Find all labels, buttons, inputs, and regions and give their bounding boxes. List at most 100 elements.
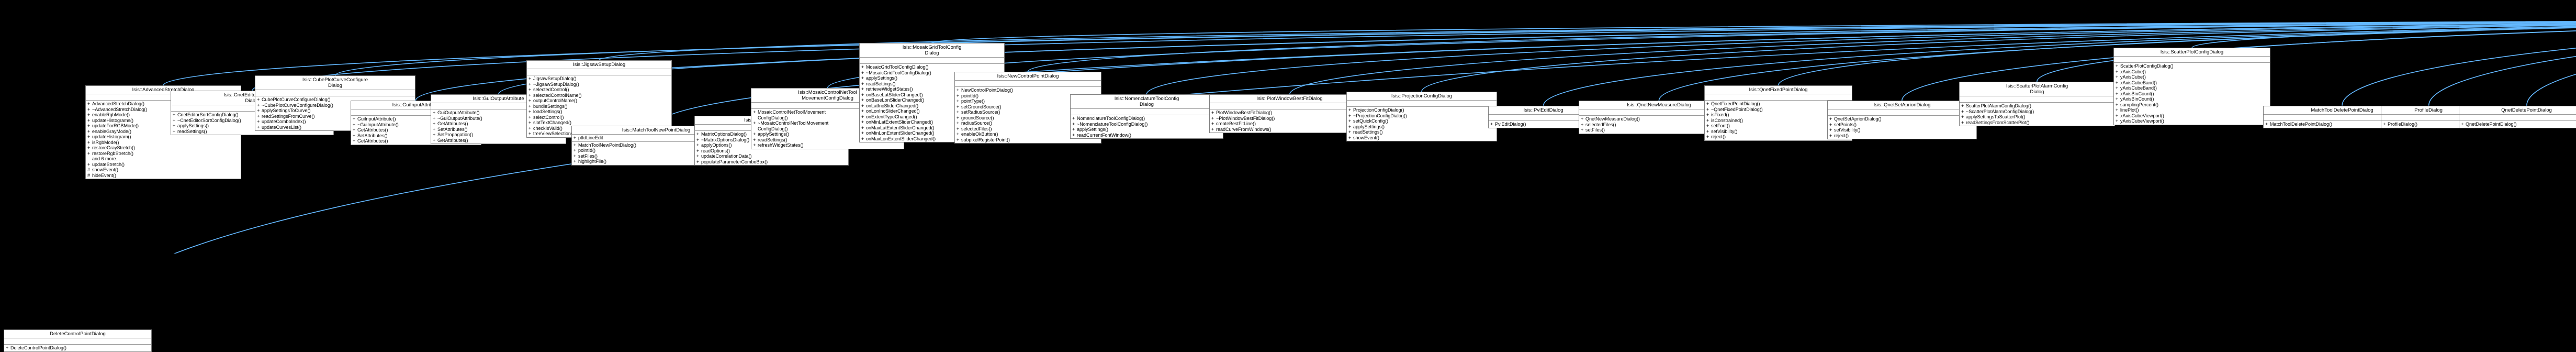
operation-label: ProjectionConfigDialog()	[1353, 107, 1404, 113]
class-node[interactable]: Isis::ScatterPlotAlarmConfig Dialog+Scat…	[1959, 82, 2115, 126]
operation-row: +NewControlPointDialog()	[957, 87, 1099, 93]
operation-row: +setVisibility()	[1706, 129, 1850, 135]
operation-label: restoreRgbStretch()	[92, 150, 134, 156]
operation-label: JigsawSetupDialog()	[533, 76, 577, 81]
visibility-marker: +	[87, 112, 91, 117]
operation-label: applySettings()	[1077, 127, 1109, 132]
operation-row: + radiusSource()	[957, 120, 1099, 126]
operation-label: updateHistograms()	[92, 117, 134, 123]
operation-label: applySettings()	[866, 75, 898, 81]
operation-row: +readSettingsFromCurve()	[257, 114, 413, 119]
operation-row: +xAxisCube()	[2116, 69, 2268, 75]
operation-row: +JigsawSetupDialog()	[528, 76, 670, 82]
operation-label: isFixed()	[1711, 112, 1729, 117]
operation-label: applyOptions()	[701, 142, 732, 148]
operation-label: updateStretch()	[92, 161, 125, 167]
visibility-marker: +	[1581, 122, 1584, 127]
operation-label: ~ProjectionConfigDialog()	[1353, 113, 1407, 118]
operation-label: reject()	[1834, 133, 1849, 138]
operation-label: onMaxLatExtentSliderChanged()	[866, 125, 935, 130]
operation-row: +ProfileDialog()	[2383, 122, 2474, 127]
operation-label: onBaseLonSliderChanged()	[866, 97, 925, 103]
operation-row: +setQuickConfig()	[1348, 118, 1495, 124]
visibility-marker: +	[753, 142, 756, 148]
visibility-marker: +	[753, 109, 756, 115]
class-operations: +QnetDeletePointDialog()	[2459, 121, 2576, 128]
class-node[interactable]: QnetDeletePointDialog+QnetDeletePointDia…	[2459, 106, 2576, 128]
operation-label: setGroundSource()	[961, 104, 1002, 109]
visibility-marker: +	[257, 102, 260, 108]
class-name: MatchToolDeletePointDialog	[2264, 106, 2421, 115]
operation-row: +setGroundSource()	[957, 104, 1099, 110]
operation-row: +slotTextChanged()	[528, 120, 670, 126]
operation-row: +applySettings()	[861, 75, 1003, 81]
visibility-marker: +	[1706, 117, 1709, 123]
class-attributes	[1210, 103, 1369, 109]
operation-row: +updateCorrelationData()	[696, 153, 847, 159]
class-attributes	[751, 103, 904, 109]
class-name: Isis::QnetSetAprioriDialog	[1828, 101, 1976, 109]
operation-label: setFont()	[1711, 123, 1730, 128]
operation-label: enableOkButton()	[961, 131, 998, 137]
class-name: Isis::NomenclatureToolConfig Dialog	[1071, 95, 1223, 109]
operation-row: +GetAttributes()	[433, 121, 564, 127]
operation-row: +GuiOutputAttribute()	[433, 110, 564, 116]
class-node[interactable]: Isis::JigsawSetupDialog+JigsawSetupDialo…	[526, 60, 672, 138]
operation-row: +samplingPercent()	[2116, 102, 2268, 108]
operation-row: +onMinLatExtentSliderChanged()	[861, 119, 1003, 125]
operation-row: +~CnetEditorSortConfigDialog()	[173, 118, 332, 124]
operation-label: updateCorrelationData()	[701, 153, 752, 159]
visibility-marker: +	[1581, 127, 1584, 133]
visibility-marker: +	[433, 115, 436, 121]
visibility-marker: +	[1072, 121, 1075, 127]
visibility-marker: +	[87, 139, 91, 145]
visibility-marker: +	[2116, 85, 2119, 91]
visibility-marker: +	[1211, 110, 1214, 115]
operation-label: readSettings()	[177, 128, 207, 134]
operation-row: +MatrixOptionsDialog()	[696, 131, 847, 137]
class-node[interactable]: Isis::QnetSetAprioriDialog+QnetSetAprior…	[1827, 101, 1977, 139]
operation-row: +~ScatterPlotAlarmConfigDialog()	[1961, 109, 2113, 115]
operation-row: +SetPropagation()	[433, 132, 564, 138]
visibility-marker: +	[1706, 112, 1709, 117]
inheritance-edge	[2191, 27, 2576, 48]
operation-row: +~GuiInputAttribute()	[353, 122, 479, 128]
visibility-marker: +	[2116, 118, 2119, 124]
operation-label: updateComboIndex()	[262, 119, 306, 124]
operation-label: applySettings()	[177, 123, 209, 128]
operation-label: SetAttributes()	[357, 133, 388, 138]
class-attributes: +ptIdLineEdit	[572, 135, 740, 142]
operation-label: refreshWidgetStates()	[758, 142, 804, 148]
visibility-marker: +	[696, 142, 700, 148]
operation-row: +yAxisCubeBand()	[2116, 85, 2268, 91]
visibility-marker: +	[861, 64, 864, 70]
operation-row: +readSettings()	[861, 81, 1003, 87]
visibility-marker: +	[1211, 121, 1214, 126]
visibility-marker: +	[957, 104, 960, 109]
visibility-marker: +	[957, 98, 960, 104]
class-node[interactable]: Isis::ScatterPlotConfigDialog+ScatterPlo…	[2113, 48, 2270, 125]
visibility-marker: +	[87, 161, 91, 167]
operation-label: applySettingsToCurve()	[262, 108, 311, 113]
class-operations: +NomenclatureToolConfigDialog()+~Nomencl…	[1071, 115, 1223, 138]
class-name: Isis::AdvancedStretchDialog	[86, 86, 241, 94]
visibility-marker: +	[173, 128, 176, 134]
operation-row: +~MatrixOptionsDialog()	[696, 137, 847, 143]
operation-label: highlightFile()	[578, 159, 607, 164]
visibility-marker: +	[257, 113, 260, 119]
operation-label: selectControl()	[533, 114, 564, 120]
class-operations: +GuiInputAttribute()+~GuiInputAttribute(…	[351, 116, 481, 145]
class-name: Isis::MosaicGridToolConfig Dialog	[860, 43, 1004, 58]
operation-label: applySettings()	[1353, 124, 1385, 129]
operation-label: radiusSource()	[961, 120, 993, 126]
operation-row: +onMaxLatExtentSliderChanged()	[861, 125, 1003, 131]
operation-row: +onMaxLonExtentSliderChanged()	[861, 136, 1003, 142]
visibility-marker: +	[353, 116, 356, 122]
operation-label: setFiles()	[1585, 127, 1605, 133]
visibility-marker: +	[6, 345, 9, 350]
class-node[interactable]: DeleteControlPointDialog+DeleteControlPo…	[4, 329, 152, 352]
operation-label: ~JigsawSetupDialog()	[533, 81, 579, 87]
class-node[interactable]: Isis::PlotWindowBestFitDialog+PlotWindow…	[1209, 94, 1370, 133]
class-node[interactable]: Isis::ProjectionConfigDialog+ProjectionC…	[1346, 92, 1497, 141]
class-node[interactable]: Isis::NomenclatureToolConfig Dialog+Nome…	[1070, 94, 1223, 139]
